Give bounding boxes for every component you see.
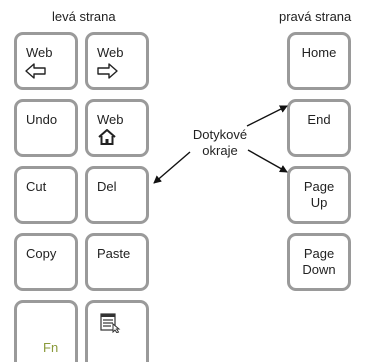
key-label: Paste <box>97 246 131 261</box>
key-label: End <box>307 112 331 127</box>
key-label: Web <box>26 45 53 60</box>
fn-key-label: Fn <box>43 340 59 355</box>
page-down-key[interactable]: Page Down <box>287 233 351 291</box>
key-label: Web <box>97 45 124 60</box>
arrow-left-icon <box>25 63 47 79</box>
home-key[interactable]: Home <box>287 32 351 90</box>
key-label: Copy <box>26 246 57 261</box>
copy-key[interactable]: Copy <box>14 233 78 291</box>
cut-key[interactable]: Cut <box>14 166 78 224</box>
paste-key[interactable]: Paste <box>85 233 149 291</box>
key-label-line2: Up <box>310 195 328 210</box>
key-label-line1: Page <box>303 246 335 261</box>
key-label-line1: Page <box>303 179 335 194</box>
fn-key[interactable]: Fn <box>14 300 78 362</box>
key-label: Undo <box>26 112 58 127</box>
end-key[interactable]: End <box>287 99 351 157</box>
key-label: Cut <box>26 179 47 194</box>
web-home-key[interactable]: Web <box>85 99 149 157</box>
arrow-right-icon <box>96 63 118 79</box>
key-label: Home <box>301 45 337 60</box>
page-up-key[interactable]: Page Up <box>287 166 351 224</box>
right-side-heading: pravá strana <box>279 9 352 24</box>
arrow-to-right-lower-edge <box>247 149 288 173</box>
key-label: Web <box>97 112 124 127</box>
undo-key[interactable]: Undo <box>14 99 78 157</box>
arrow-to-right-top-edge <box>246 105 288 127</box>
context-menu-icon <box>100 313 122 338</box>
home-icon <box>98 129 116 145</box>
key-label: Del <box>97 179 117 194</box>
web-forward-key[interactable]: Web <box>85 32 149 90</box>
left-side-heading: levá strana <box>52 9 116 24</box>
del-key[interactable]: Del <box>85 166 149 224</box>
callout-line2: okraje <box>202 143 238 158</box>
context-menu-key[interactable] <box>85 300 149 362</box>
key-label-line2: Down <box>302 262 336 277</box>
web-back-key[interactable]: Web <box>14 32 78 90</box>
arrow-to-left-edge <box>153 151 191 184</box>
touch-edges-callout: Dotykové okraje <box>188 127 252 159</box>
callout-line1: Dotykové <box>192 127 248 142</box>
